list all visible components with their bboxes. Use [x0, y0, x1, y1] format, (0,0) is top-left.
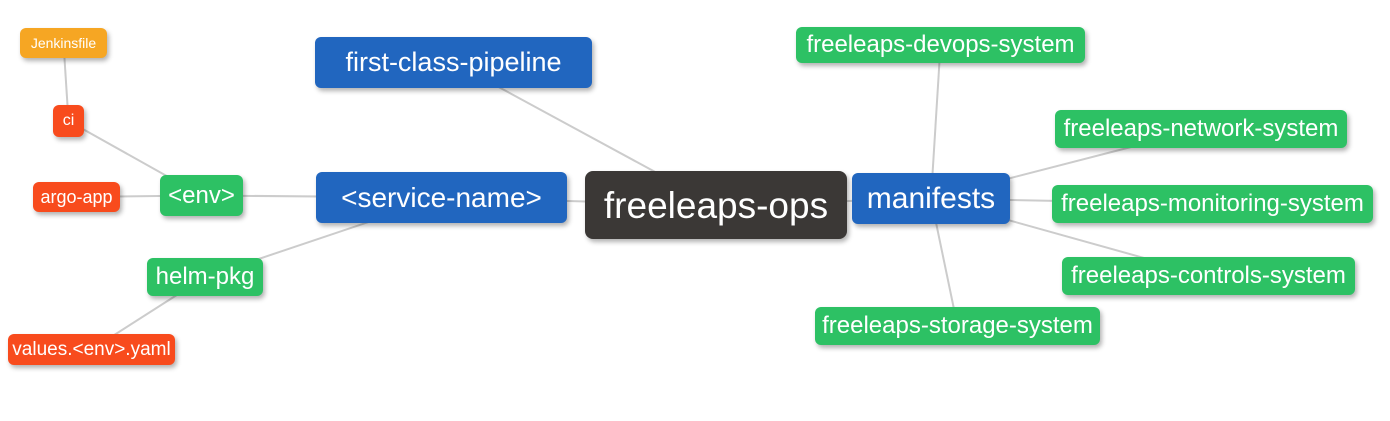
mindmap-node-network-system[interactable]: freeleaps-network-system [1055, 110, 1347, 148]
mindmap-node-service-name[interactable]: <service-name> [316, 172, 567, 223]
mindmap-node-ci[interactable]: ci [53, 105, 84, 137]
mindmap-node-jenkinsfile[interactable]: Jenkinsfile [20, 28, 107, 58]
mindmap-node-values-env-yaml[interactable]: values.<env>.yaml [8, 334, 175, 365]
mindmap-node-manifests[interactable]: manifests [852, 173, 1010, 224]
mindmap-node-helm-pkg[interactable]: helm-pkg [147, 258, 263, 296]
mindmap-node-freeleaps-ops[interactable]: freeleaps-ops [585, 171, 847, 239]
mindmap-node-argo-app[interactable]: argo-app [33, 182, 120, 212]
mindmap-node-env[interactable]: <env> [160, 175, 243, 216]
mindmap-node-controls-system[interactable]: freeleaps-controls-system [1062, 257, 1355, 295]
mindmap-node-monitoring-system[interactable]: freeleaps-monitoring-system [1052, 185, 1373, 223]
mindmap-node-storage-system[interactable]: freeleaps-storage-system [815, 307, 1100, 345]
mindmap-node-devops-system[interactable]: freeleaps-devops-system [796, 27, 1085, 63]
mindmap-node-first-class-pipeline[interactable]: first-class-pipeline [315, 37, 592, 88]
edge-manifests-to-devops-system [930, 44, 942, 199]
